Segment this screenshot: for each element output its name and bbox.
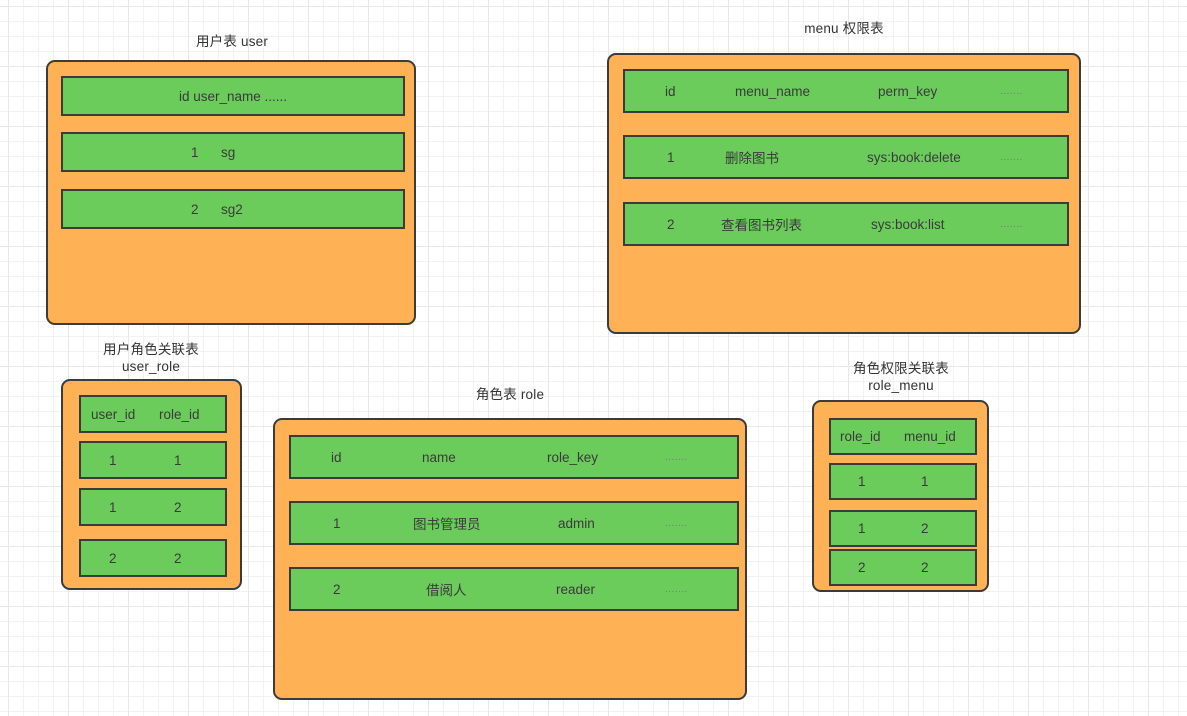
cell-perm-key: sys:book:list [871,216,945,232]
table-row[interactable]: 1 sg [61,132,405,172]
table-row[interactable]: 1 1 [829,463,977,500]
cell-role-id: 1 [858,474,866,489]
cell-perm-key-header: perm_key [878,83,938,99]
table-row[interactable]: user_id role_id [79,395,227,433]
table-row[interactable]: 1 图书管理员 admin ....... [289,501,739,545]
cell-role-id: 2 [858,560,866,575]
cell-ellipsis: ....... [665,517,688,529]
cell-role-key: admin [558,515,595,531]
table-row[interactable]: role_id menu_id [829,418,977,455]
cell-role-key: reader [556,581,596,597]
table-row[interactable]: id name role_key ....... [289,435,739,479]
table-row[interactable]: 2 sg2 [61,189,405,229]
cell-role-key-header: role_key [547,449,599,465]
cell-id-header: id [331,449,342,465]
table-row[interactable]: 1 删除图书 sys:book:delete ....... [623,135,1069,179]
cell-user-id: 2 [109,550,117,566]
cell-header-user: id user_name ...... [178,88,288,104]
cell-role-id: 1 [858,521,866,536]
cell-role-id: 1 [174,452,182,468]
table-row[interactable]: 1 2 [79,488,227,526]
cell-menu-name: 查看图书列表 [721,218,802,233]
table-card-menu[interactable]: id menu_name perm_key ....... 1 删除图书 sys… [607,53,1081,334]
cell-id: 2 [191,201,199,217]
table-row[interactable]: 1 2 [829,510,977,547]
cell-role-id-header: role_id [840,429,881,444]
cell-user-name: sg2 [221,201,243,217]
cell-id: 1 [191,144,199,160]
table-card-user-role[interactable]: user_id role_id 1 1 1 2 2 2 [61,379,242,590]
cell-menu-name: 删除图书 [725,151,779,166]
table-title-menu: menu 权限表 [804,21,884,36]
cell-user-id: 1 [109,499,117,515]
cell-menu-id-header: menu_id [904,429,956,444]
cell-user-id: 1 [109,452,117,468]
cell-ellipsis-header: ....... [1000,85,1023,97]
cell-name: 借阅人 [426,583,467,598]
cell-id: 2 [667,216,675,232]
cell-user-id-header: user_id [91,406,136,422]
cell-menu-name-header: menu_name [735,83,811,99]
cell-role-id: 2 [174,550,182,566]
cell-perm-key: sys:book:delete [867,149,961,165]
table-row[interactable]: 2 2 [829,549,977,586]
table-card-role[interactable]: id name role_key ....... 1 图书管理员 admin .… [273,418,747,700]
table-card-role-menu[interactable]: role_id menu_id 1 1 1 2 2 2 [812,400,989,592]
table-row[interactable]: id user_name ...... [61,76,405,116]
table-title-user-role: 用户角色关联表 user_role [103,342,199,374]
cell-id-header: id [665,83,676,99]
table-row[interactable]: 2 借阅人 reader ....... [289,567,739,611]
cell-ellipsis: ....... [665,583,688,595]
cell-user-name: sg [221,144,236,160]
table-row[interactable]: 1 1 [79,441,227,479]
table-title-role-menu: 角色权限关联表 role_menu [853,361,949,393]
cell-id: 2 [333,581,341,597]
table-row[interactable]: id menu_name perm_key ....... [623,69,1069,113]
cell-id: 1 [333,515,341,531]
cell-menu-id: 1 [921,474,929,489]
cell-ellipsis-header: ....... [665,451,688,463]
cell-ellipsis: ....... [1000,151,1023,163]
table-card-user[interactable]: id user_name ...... 1 sg 2 sg2 [46,60,416,325]
cell-role-id-header: role_id [159,406,200,422]
cell-role-id: 2 [174,499,182,515]
cell-name: 图书管理员 [413,517,481,532]
cell-id: 1 [667,149,675,165]
cell-menu-id: 2 [921,521,929,536]
table-row[interactable]: 2 查看图书列表 sys:book:list ....... [623,202,1069,246]
cell-ellipsis: ....... [1000,218,1023,230]
cell-name-header: name [422,449,456,465]
table-title-user: 用户表 user [195,34,269,49]
table-row[interactable]: 2 2 [79,539,227,577]
table-title-role: 角色表 role [475,387,545,402]
cell-menu-id: 2 [921,560,929,575]
